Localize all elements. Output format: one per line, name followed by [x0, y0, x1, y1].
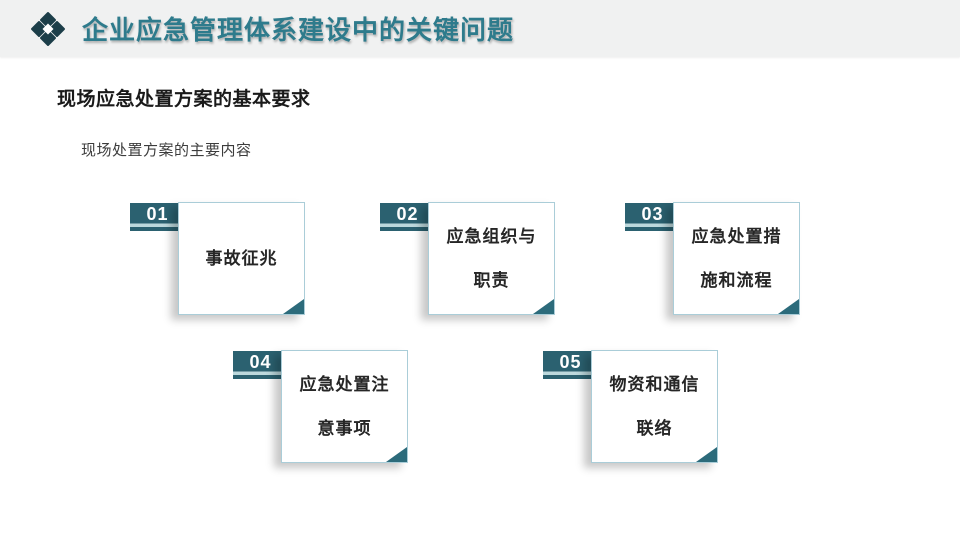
- card-group-01: 01 事故征兆: [130, 202, 305, 315]
- card-number-tab: 01: [130, 203, 185, 231]
- card-text-line: 应急处置注: [299, 374, 390, 394]
- fold-corner-icon: [386, 447, 407, 462]
- fold-corner-icon: [696, 447, 717, 462]
- diamond-cluster-icon: [31, 11, 65, 46]
- card-body: 事故征兆: [178, 202, 305, 315]
- card-group-05: 05 物资和通信 联络: [543, 350, 718, 463]
- slide-title: 企业应急管理体系建设中的关键问题: [82, 15, 515, 45]
- card-text-line: 意事项: [317, 418, 372, 438]
- card-body: 物资和通信 联络: [591, 350, 718, 463]
- fold-corner-icon: [778, 299, 799, 314]
- card-body: 应急处置注 意事项: [281, 350, 408, 463]
- card-body: 应急组织与 职责: [428, 202, 555, 315]
- section-subheading: 现场处置方案的主要内容: [81, 142, 252, 159]
- card-text-line: 施和流程: [700, 270, 773, 290]
- card-number-tab: 04: [233, 351, 288, 379]
- fold-corner-icon: [533, 299, 554, 314]
- header-bar: 企业应急管理体系建设中的关键问题: [0, 0, 960, 57]
- card-number-tab: 03: [625, 203, 680, 231]
- section-heading: 现场应急处置方案的基本要求: [57, 89, 311, 110]
- card-text-line: 应急处置措: [691, 226, 782, 246]
- card-group-04: 04 应急处置注 意事项: [233, 350, 408, 463]
- card-body: 应急处置措 施和流程: [673, 202, 800, 315]
- fold-corner-icon: [283, 299, 304, 314]
- card-text-line: 职责: [473, 270, 510, 290]
- card-text-line: 联络: [636, 418, 673, 438]
- card-text-line: 事故征兆: [205, 248, 278, 268]
- card-text-line: 应急组织与: [446, 226, 537, 246]
- card-number-tab: 02: [380, 203, 435, 231]
- card-text-line: 物资和通信: [609, 374, 700, 394]
- card-number-tab: 05: [543, 351, 598, 379]
- card-group-02: 02 应急组织与 职责: [380, 202, 555, 315]
- card-group-03: 03 应急处置措 施和流程: [625, 202, 800, 315]
